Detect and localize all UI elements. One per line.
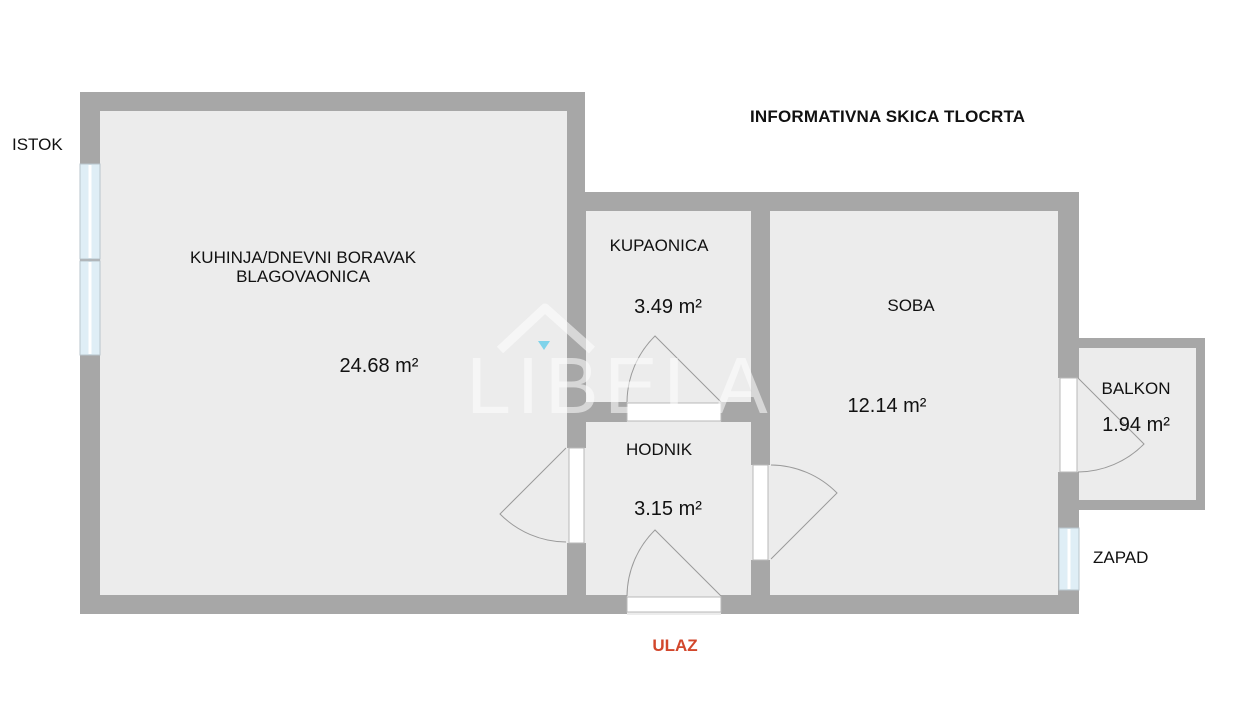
watermark-roof: [496, 303, 595, 354]
room-area-bathroom: 3.49 m²: [634, 296, 702, 318]
door-arc-bathroom: [626, 335, 722, 403]
door-arc-living: [499, 447, 567, 543]
plan-title: INFORMATIVNA SKICA TLOCRTA: [750, 107, 1026, 126]
floor-living: [100, 111, 567, 595]
room-area-hall: 3.15 m²: [634, 498, 702, 520]
door-leaf-entrance: [626, 596, 722, 613]
floor-hall: [586, 422, 751, 595]
room-name-bathroom: KUPAONICA: [609, 236, 709, 255]
room-name-living-line2: BLAGOVAONICA: [236, 267, 370, 286]
compass-east: ISTOK: [12, 135, 63, 154]
window-inner-lines: [88, 165, 1071, 589]
room-area-living: 24.68 m²: [339, 355, 419, 377]
floor-bedroom: [770, 211, 1058, 595]
floors: [100, 111, 1196, 595]
door-arc-bedroom: [770, 464, 838, 560]
door-leaf-balcony: [1059, 377, 1078, 473]
room-area-bedroom: 12.14 m²: [847, 395, 927, 417]
room-name-bedroom: SOBA: [887, 296, 935, 315]
floor-balcony: [1079, 348, 1196, 500]
door-leaf-bathroom: [626, 402, 722, 422]
watermark-logo: LIBELA: [466, 303, 773, 430]
door-arcs: [499, 335, 1145, 597]
door-leaf-living: [568, 447, 585, 544]
door-leaf-bedroom: [752, 464, 769, 561]
floor-bathroom: [586, 211, 751, 402]
room-area-balcony: 1.94 m²: [1102, 414, 1170, 436]
entrance-label: ULAZ: [652, 636, 698, 655]
door-arc-hall: [626, 529, 722, 597]
room-name-living-line1: KUHINJA/DNEVNI BORAVAK: [189, 248, 417, 267]
watermark-text: LIBELA: [466, 341, 773, 430]
location-marker-icon: [538, 341, 550, 350]
door-arc-balcony: [1077, 377, 1145, 473]
door-leaves: [568, 377, 1078, 613]
room-name-hall: HODNIK: [625, 440, 693, 459]
compass-west: ZAPAD: [1093, 548, 1149, 567]
room-name-balcony: BALKON: [1101, 379, 1171, 398]
